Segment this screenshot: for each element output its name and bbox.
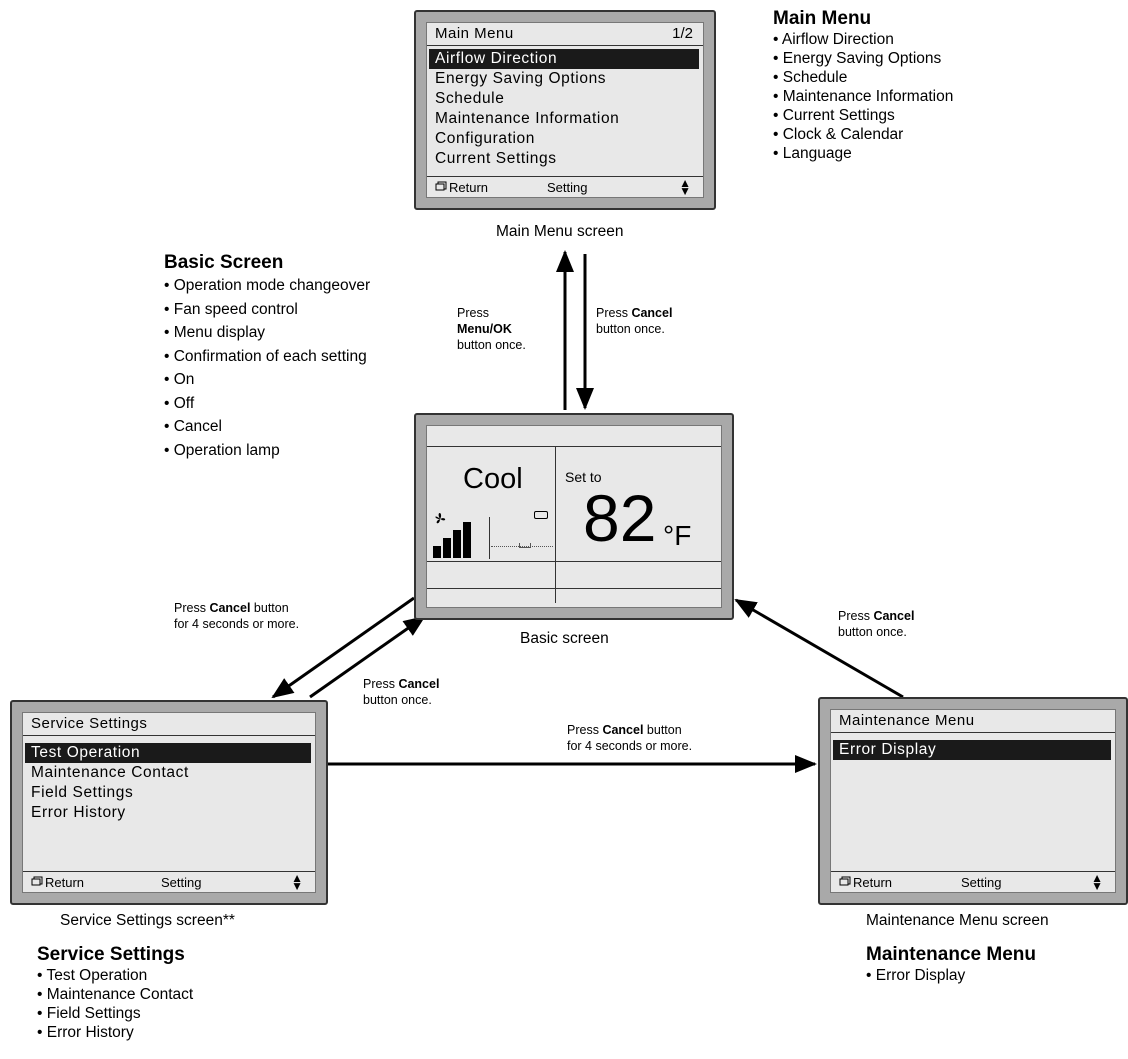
note-press-cancel-to-basic: Press Cancel button once. [596,306,673,336]
menu-item-current-settings[interactable]: Current Settings [435,150,557,167]
note-cancel-once-right: Press Cancel button once. [838,609,915,639]
list-item: • Schedule [773,69,848,86]
maintenance-menu-feature-list: Maintenance Menu • Error Display [866,944,1036,985]
service-settings-title: Service Settings [31,715,148,732]
fan-icon [435,513,446,524]
maintenance-menu-caption: Maintenance Menu screen [866,912,1049,929]
menu-item-maintenance-info[interactable]: Maintenance Information [435,110,620,127]
main-menu-caption: Main Menu screen [496,223,624,240]
list-item: • Language [773,145,852,162]
list-item: • Cancel [164,418,222,435]
maintenance-menu-footer: Return Setting ▲▼ [831,872,1115,892]
main-menu-title: Main Menu [435,25,514,42]
setting-label: Setting [547,180,588,195]
list-item: • Field Settings [37,1005,141,1022]
menu-item-error-display[interactable]: Error Display [833,740,1111,760]
setting-label: Setting [161,875,202,890]
setting-label: Setting [961,875,1002,890]
list-item: • Maintenance Contact [37,986,194,1003]
list-item: • Operation mode changeover [164,277,371,294]
main-menu-heading: Main Menu [773,8,872,29]
arrow-to-service [271,596,415,699]
list-item: • Test Operation [37,967,148,984]
list-item: • Airflow Direction [773,31,894,48]
list-item: • Maintenance Information [773,88,954,105]
menu-item-airflow-direction[interactable]: Airflow Direction [429,49,699,69]
service-settings-screen: Service Settings Test Operation Maintena… [10,700,328,905]
menu-item-maintenance-contact[interactable]: Maintenance Contact [31,764,189,781]
note-press-menu-ok: Press Menu/OK button once. [457,306,526,352]
up-down-arrows-icon: ▲▼ [679,176,691,198]
list-item: • Current Settings [773,107,895,124]
menu-item-schedule[interactable]: Schedule [435,90,505,107]
return-label: Return [45,875,85,890]
menu-item-energy-saving[interactable]: Energy Saving Options [435,70,607,87]
service-settings-caption: Service Settings screen** [60,912,235,929]
list-item: • Operation lamp [164,441,280,459]
maintenance-menu-screen: Maintenance Menu Error Display Return Se… [818,697,1128,905]
basic-screen-heading: Basic Screen [164,252,284,273]
mode-label: Cool [463,463,523,495]
main-menu-page-indicator: 1/2 [672,25,693,42]
list-item: • Energy Saving Options [773,50,942,67]
indicator-icon [534,511,548,519]
temperature-value: 82 [583,481,657,555]
return-label: Return [449,180,489,195]
list-item: • Error History [37,1024,134,1041]
service-settings-heading: Service Settings [37,944,185,965]
basic-screen-feature-list: Basic Screen • Operation mode changeover… [164,252,370,462]
list-item: • Menu display [164,324,266,341]
return-label: Return [853,875,893,890]
fan-speed-bars [433,522,471,558]
list-item: • Fan speed control [164,300,298,318]
list-item: • Clock & Calendar [773,126,904,143]
menu-item-field-settings[interactable]: Field Settings [31,784,134,801]
service-settings-feature-list: Service Settings • Test Operation • Main… [37,944,193,1042]
arrow-maintenance-to-basic [734,598,904,699]
basic-screen: Cool Set to 82 °F [414,413,734,620]
maintenance-menu-heading: Maintenance Menu [866,944,1036,965]
basic-screen-caption: Basic screen [520,630,609,647]
arrow-service-to-basic [309,615,426,699]
maintenance-menu-title: Maintenance Menu [839,712,975,729]
return-icon [839,876,851,886]
note-cancel-once-left: Press Cancel button once. [363,677,440,707]
up-down-arrows-icon: ▲▼ [1091,871,1103,893]
return-icon [31,876,43,886]
main-menu-feature-list: Main Menu • Airflow Direction • Energy S… [773,8,953,163]
set-to-label: Set to [565,469,602,485]
up-down-arrows-icon: ▲▼ [291,871,303,893]
list-item: • Off [164,394,195,412]
return-icon [435,181,447,191]
list-item: • On [164,371,195,388]
temperature-unit: °F [663,520,692,551]
menu-item-test-operation[interactable]: Test Operation [25,743,311,763]
note-cancel-4s-left: Press Cancel button for 4 seconds or mor… [174,601,300,631]
menu-item-error-history[interactable]: Error History [31,804,126,821]
list-item: • Error Display [866,967,966,984]
main-menu-footer: Return Setting ▲▼ [427,177,703,197]
main-menu-screen: Main Menu 1/2 Airflow Direction Energy S… [414,10,716,210]
note-cancel-4s-mid: Press Cancel button for 4 seconds or mor… [567,723,693,753]
menu-item-configuration[interactable]: Configuration [435,130,535,147]
list-item: • Confirmation of each setting [164,347,367,365]
service-settings-footer: Return Setting ▲▼ [23,872,315,892]
